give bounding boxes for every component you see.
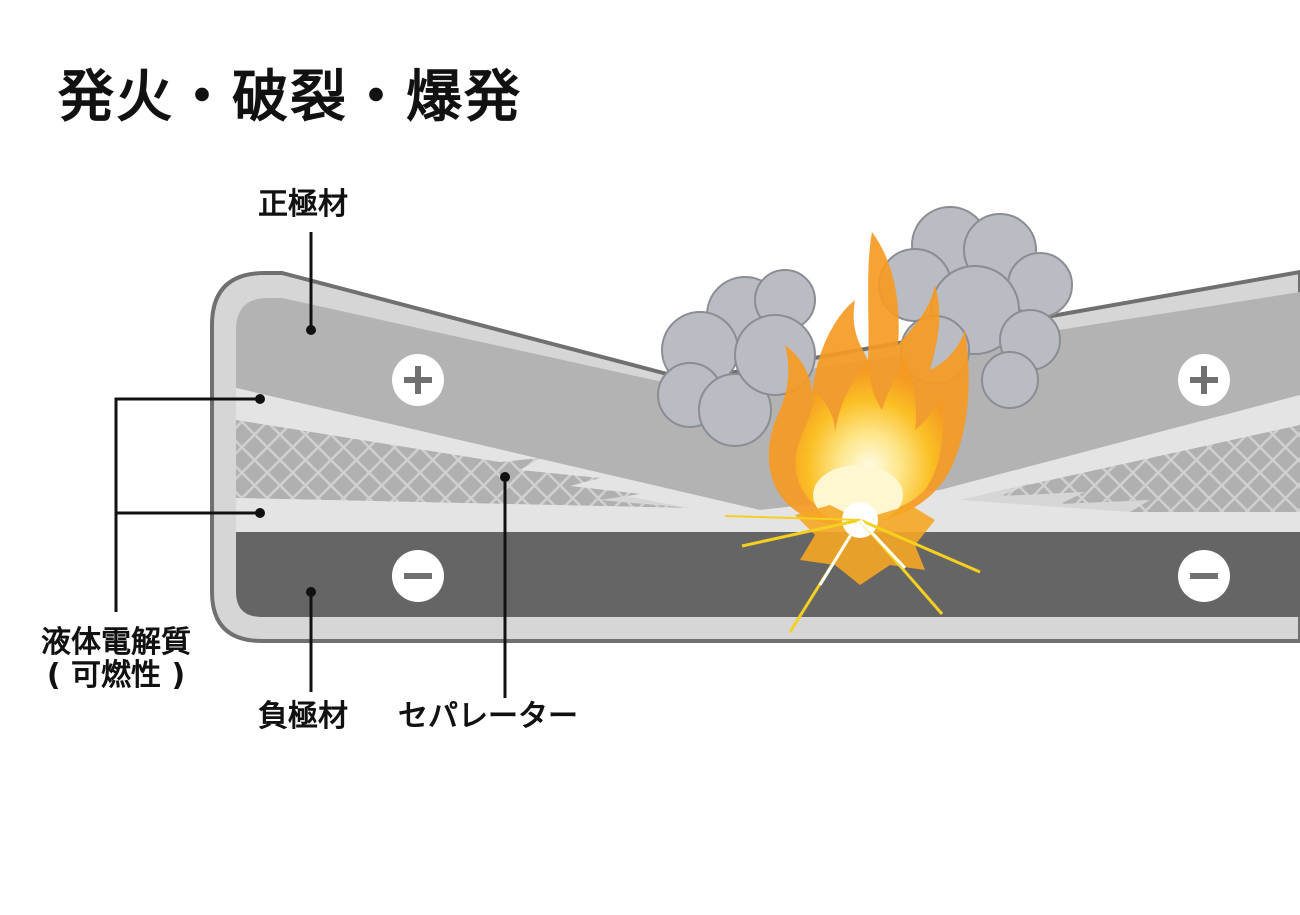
fire-icon: [768, 232, 969, 525]
plus-icon: [1178, 354, 1230, 406]
label-positive-material: 正極材: [258, 187, 348, 222]
electrolyte-bottom: [236, 498, 1300, 532]
separator-left: [236, 420, 690, 508]
negative-layer: [236, 532, 1300, 617]
minus-icon: [1178, 550, 1230, 602]
label-electrolyte-line2: ( 可燃性 ): [46, 658, 186, 693]
minus-icon: [392, 550, 444, 602]
separator-right: [960, 425, 1300, 512]
page-title: 発火・破裂・爆発: [58, 65, 522, 130]
label-negative-material: 負極材: [258, 699, 348, 734]
label-electrolyte: 液体電解質 ( 可燃性 ): [26, 626, 206, 692]
spark-icon: [724, 502, 981, 633]
label-separator: セパレーター: [398, 699, 578, 734]
plus-icon: [392, 354, 444, 406]
leader-lines: [114, 232, 510, 698]
label-electrolyte-line1: 液体電解質: [41, 625, 191, 660]
